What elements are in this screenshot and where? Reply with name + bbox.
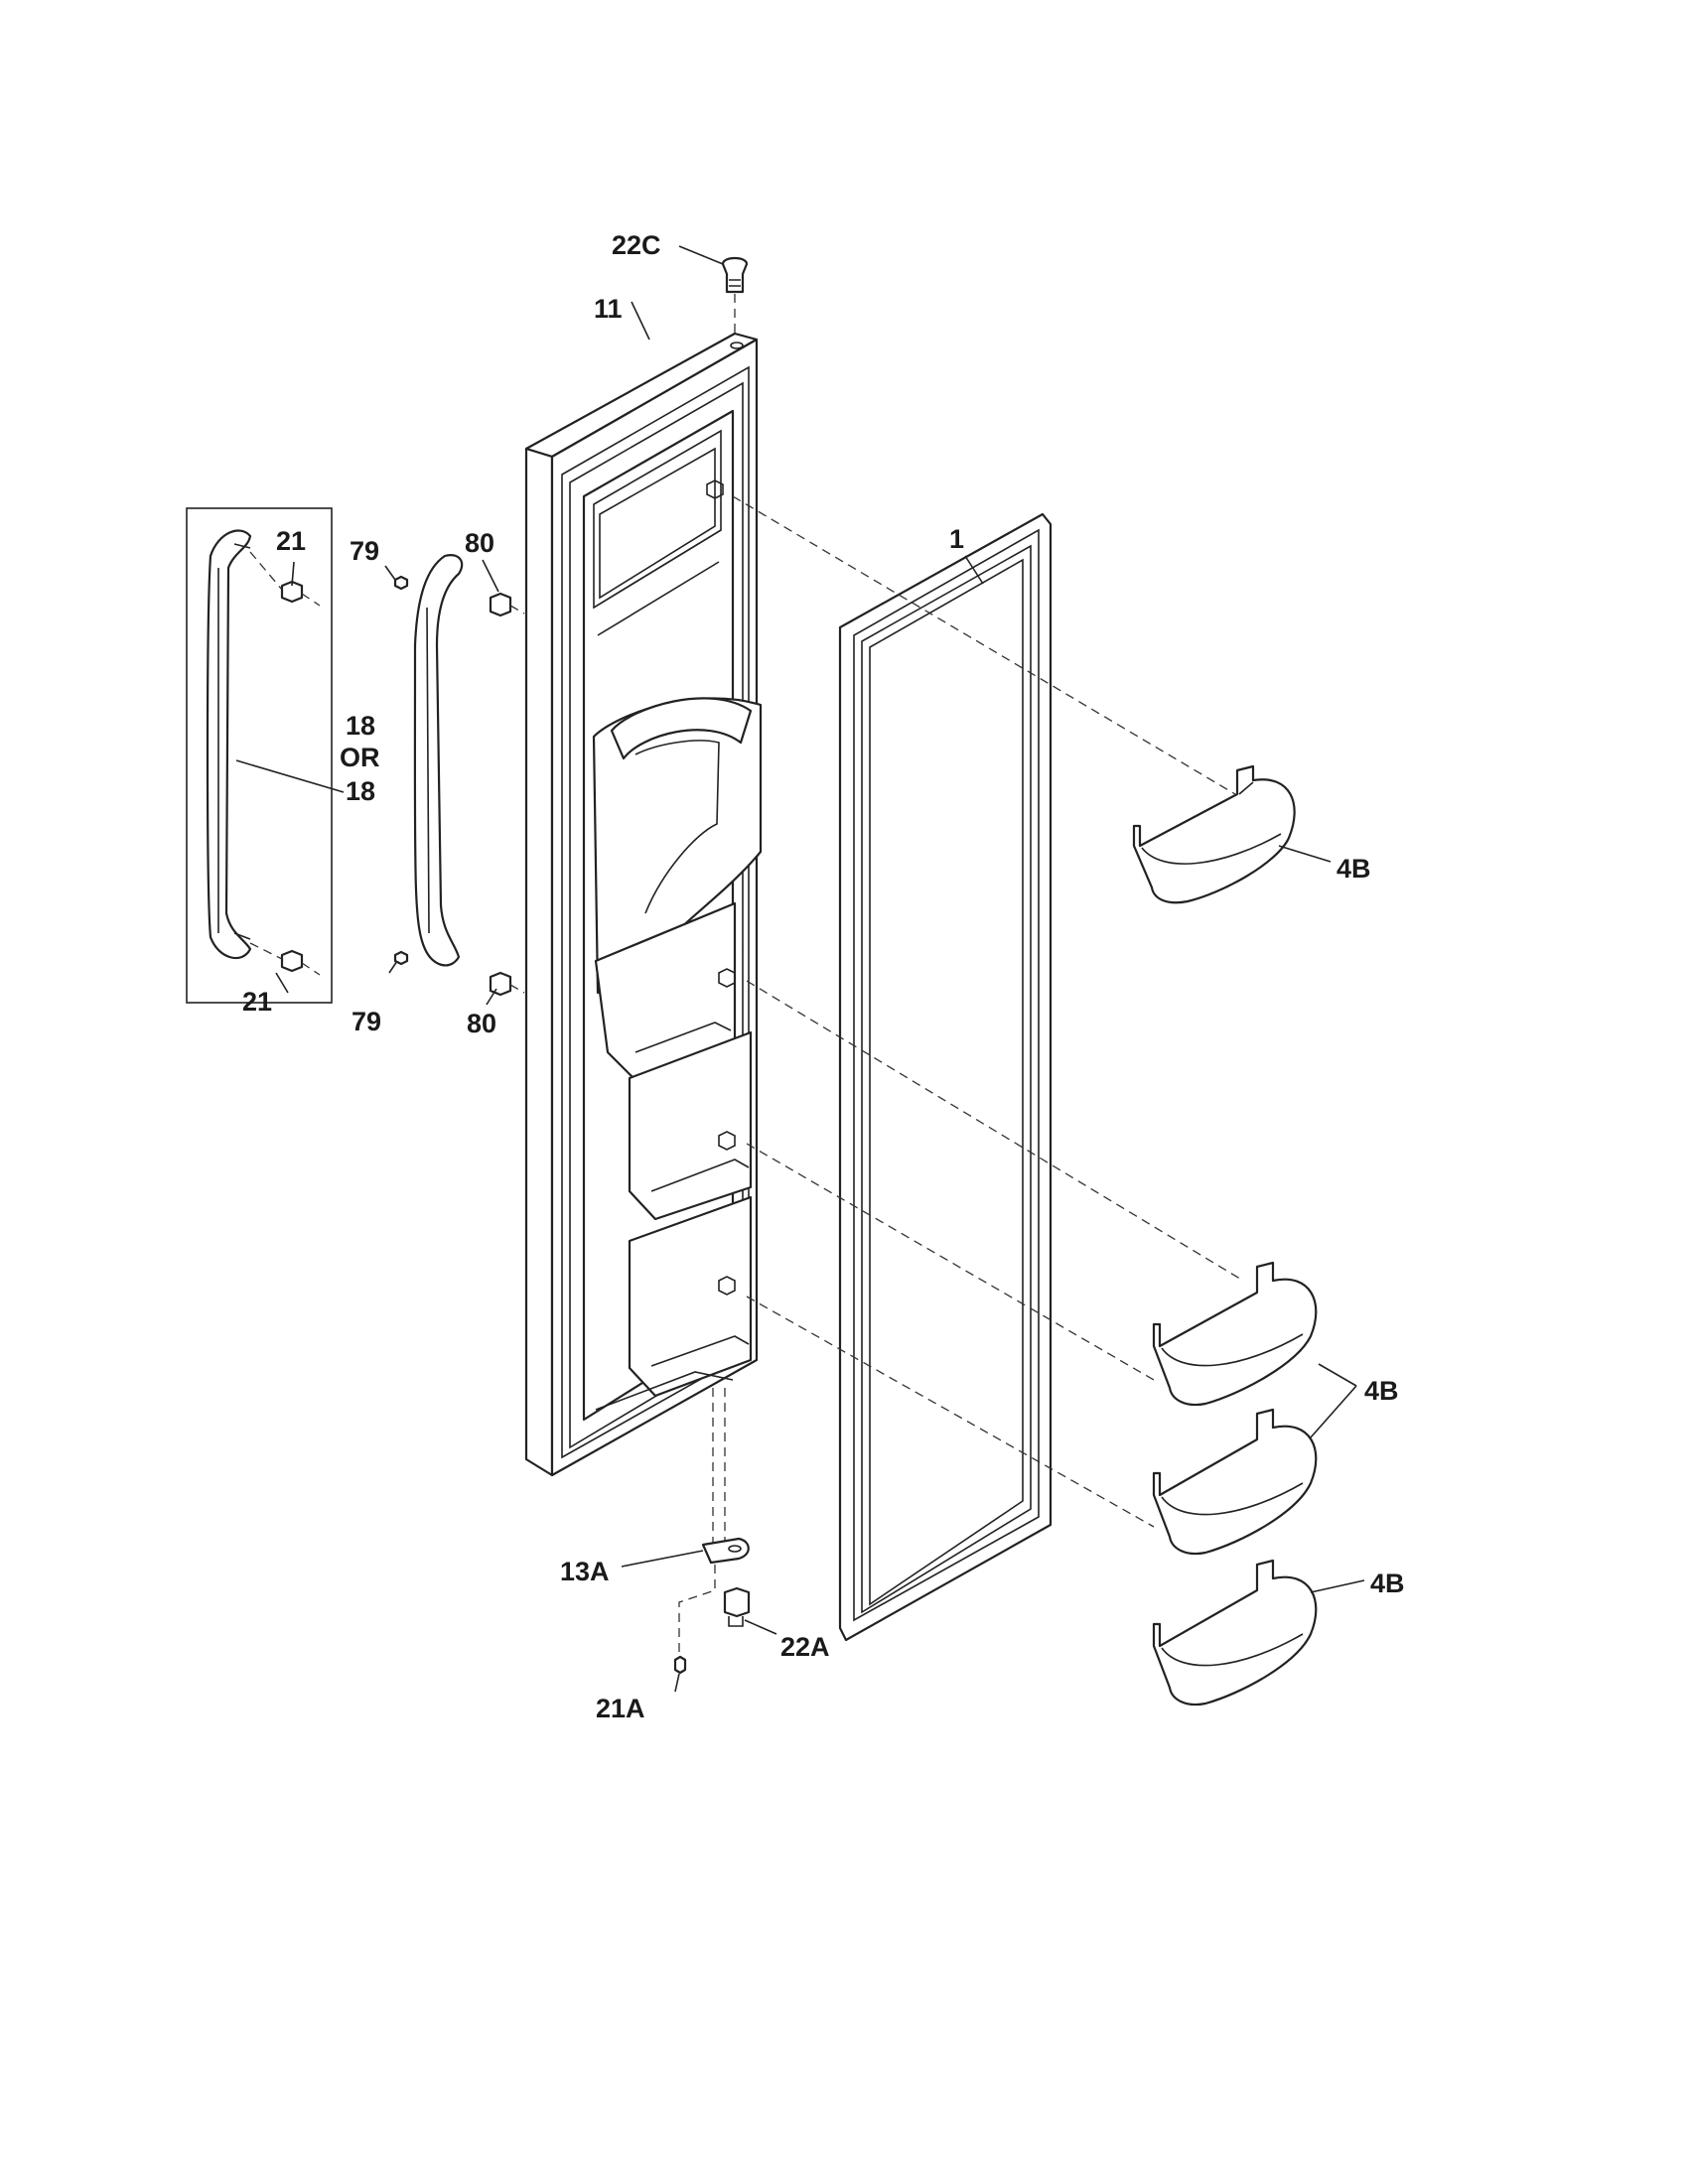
- callout-21A: 21A: [596, 1694, 645, 1723]
- alt-handle-inset: [186, 507, 345, 1004]
- callout-80-top: 80: [465, 528, 494, 558]
- door-bin-4B-mid2: [1152, 1408, 1318, 1556]
- callout-80-bottom: 80: [467, 1009, 496, 1038]
- callout-79-bottom: 79: [352, 1007, 381, 1036]
- screw-80-top: [482, 559, 525, 617]
- door-handle-18: [413, 554, 464, 967]
- door-bin-4B-top: [1132, 764, 1296, 904]
- screw-79-top: [384, 565, 409, 591]
- callout-22A: 22A: [780, 1632, 830, 1662]
- hinge-bracket-13A: [621, 1537, 750, 1568]
- hinge-pin-22A: [723, 1586, 777, 1635]
- door-gasket-1: [838, 512, 1053, 1642]
- callout-11: 11: [594, 294, 623, 324]
- callout-79-top: 79: [350, 536, 379, 566]
- hinge-pin-22C: [678, 245, 749, 338]
- callout-1: 1: [949, 524, 964, 554]
- alt-handle-18: [206, 529, 252, 959]
- callout-22C: 22C: [612, 230, 661, 260]
- callout-21-top: 21: [276, 526, 306, 556]
- screw-79-bottom: [388, 950, 409, 974]
- callout-4B-bottom: 4B: [1370, 1569, 1405, 1598]
- screw-21A: [673, 1655, 687, 1693]
- callout-18-lower: 18: [346, 776, 375, 806]
- door-bin-4B-bottom: [1152, 1559, 1318, 1706]
- inset-frame: [186, 507, 333, 1004]
- screw-21-top: [249, 551, 321, 607]
- screw-80-bottom: [486, 971, 525, 1006]
- door-bin-4B-mid1: [1152, 1261, 1318, 1407]
- screw-21-bottom: [249, 942, 321, 976]
- door-panel-11: [524, 332, 763, 1477]
- callout-21-bottom: 21: [242, 987, 272, 1017]
- callout-4B-pair: 4B: [1364, 1376, 1399, 1406]
- callout-18-upper: 18: [346, 711, 375, 741]
- callout-4B-top: 4B: [1336, 854, 1371, 884]
- callout-13A: 13A: [560, 1557, 610, 1586]
- callout-18-or: OR: [340, 743, 380, 772]
